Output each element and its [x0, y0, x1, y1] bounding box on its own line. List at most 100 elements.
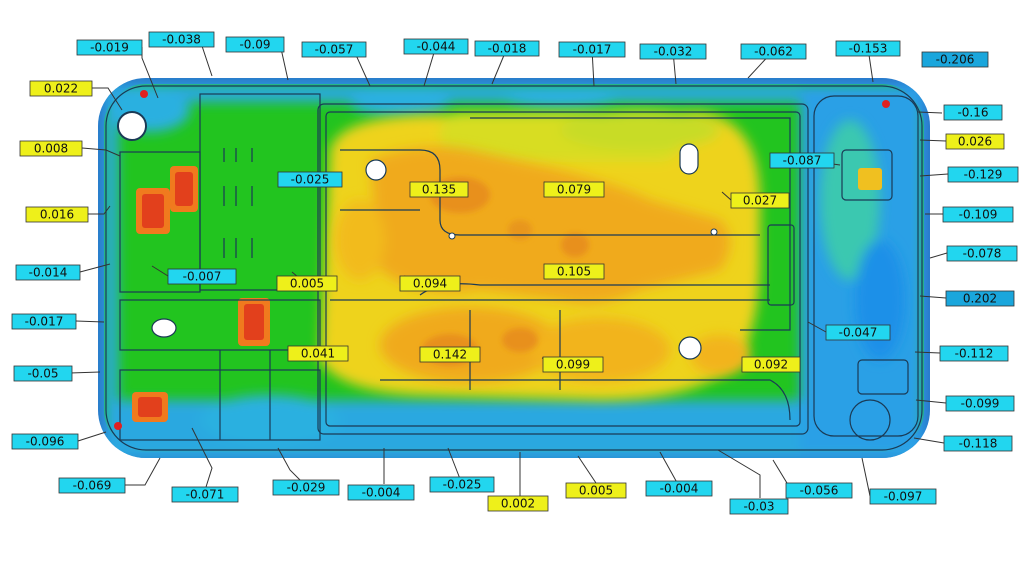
label-text: -0.018 [488, 42, 527, 56]
label-l06: -0.018 [474, 40, 540, 57]
label-l01: -0.019 [76, 39, 143, 56]
label-l05: -0.044 [403, 38, 469, 55]
label-l23: -0.109 [942, 206, 1014, 223]
label-l22: 0.016 [25, 206, 89, 223]
label-text: -0.109 [959, 208, 998, 222]
label-text: 0.005 [579, 484, 613, 498]
label-text: -0.112 [955, 347, 994, 361]
label-text: -0.017 [573, 43, 612, 57]
label-text: 0.105 [557, 265, 591, 279]
label-text: -0.096 [26, 435, 65, 449]
label-text: -0.056 [800, 484, 839, 498]
label-l36: 0.092 [741, 356, 801, 373]
label-l12: 0.022 [29, 80, 93, 97]
label-l52: -0.03 [729, 498, 789, 515]
label-l49: -0.004 [645, 480, 713, 497]
label-text: 0.135 [422, 183, 456, 197]
label-l35: 0.099 [542, 356, 604, 373]
label-l15: 0.008 [19, 140, 83, 157]
label-text: -0.153 [849, 42, 888, 56]
label-l07: -0.017 [558, 41, 626, 58]
label-l25: -0.014 [15, 264, 81, 281]
label-l43: -0.071 [171, 486, 239, 503]
label-l24: -0.078 [946, 245, 1018, 262]
label-l47: 0.002 [487, 495, 549, 512]
label-l40: -0.096 [11, 433, 79, 450]
label-text: -0.071 [186, 488, 225, 502]
label-l41: -0.118 [943, 435, 1013, 452]
label-l14: 0.026 [945, 133, 1005, 150]
label-l50: -0.056 [785, 482, 853, 499]
label-l13: -0.16 [943, 104, 1003, 121]
label-l17: -0.129 [947, 166, 1019, 183]
label-text: 0.005 [290, 277, 324, 291]
label-text: -0.057 [315, 43, 354, 57]
label-l39: -0.099 [945, 395, 1015, 412]
label-l09: -0.062 [740, 43, 807, 60]
label-l26: -0.007 [167, 268, 237, 285]
hole-features [114, 90, 890, 430]
label-text: 0.041 [301, 347, 335, 361]
label-text: -0.078 [963, 247, 1002, 261]
label-text: -0.09 [239, 38, 270, 52]
label-l31: -0.017 [11, 313, 77, 330]
label-l16: -0.087 [769, 152, 835, 169]
label-l30: 0.202 [945, 290, 1015, 307]
label-l44: -0.029 [272, 479, 340, 496]
label-text: 0.026 [958, 135, 992, 149]
label-l45: -0.004 [347, 484, 415, 501]
label-text: 0.079 [557, 183, 591, 197]
label-l32: -0.047 [825, 324, 891, 341]
label-l19: 0.135 [409, 181, 469, 198]
label-text: -0.017 [25, 315, 64, 329]
label-text: -0.004 [362, 486, 401, 500]
label-text: -0.16 [957, 106, 988, 120]
hotspot-pads [132, 166, 882, 422]
label-text: -0.032 [654, 45, 693, 59]
label-l02: -0.038 [148, 31, 215, 48]
label-text: 0.008 [34, 142, 68, 156]
label-l18: -0.025 [277, 171, 343, 188]
label-l08: -0.032 [639, 43, 707, 60]
label-text: -0.014 [29, 266, 68, 280]
label-text: -0.099 [961, 397, 1000, 411]
label-l38: -0.05 [13, 365, 73, 382]
label-text: -0.118 [959, 437, 998, 451]
label-text: 0.094 [413, 277, 447, 291]
label-text: -0.019 [90, 41, 129, 55]
label-text: -0.03 [743, 500, 774, 514]
label-l27: 0.005 [276, 275, 338, 292]
label-text: -0.062 [754, 45, 793, 59]
label-text: -0.044 [417, 40, 456, 54]
label-text: 0.022 [44, 82, 78, 96]
label-text: -0.206 [936, 53, 975, 67]
label-text: -0.069 [73, 479, 112, 493]
label-text: -0.097 [884, 490, 923, 504]
label-text: 0.092 [754, 358, 788, 372]
label-text: 0.002 [501, 497, 535, 511]
label-text: -0.007 [183, 270, 222, 284]
label-l37: -0.112 [939, 345, 1009, 362]
label-text: -0.025 [291, 173, 330, 187]
label-l28: 0.094 [399, 275, 461, 292]
label-text: -0.025 [443, 478, 482, 492]
label-l21: 0.027 [730, 192, 790, 209]
label-text: -0.038 [162, 33, 201, 47]
label-l46: -0.025 [429, 476, 495, 493]
label-text: -0.087 [783, 154, 822, 168]
label-l10: -0.153 [835, 40, 901, 57]
label-text: -0.029 [287, 481, 326, 495]
label-l29: 0.105 [543, 263, 605, 280]
label-l42: -0.069 [58, 477, 126, 494]
label-l04: -0.057 [301, 41, 367, 58]
label-l11: -0.206 [921, 51, 989, 68]
label-text: -0.047 [839, 326, 878, 340]
label-text: -0.05 [27, 367, 58, 381]
label-text: 0.099 [556, 358, 590, 372]
label-text: 0.027 [743, 194, 777, 208]
label-l51: -0.097 [869, 488, 937, 505]
label-text: 0.016 [40, 208, 74, 222]
label-l48: 0.005 [565, 482, 627, 499]
value-labels: -0.019 -0.038 -0.09 -0.057 -0.044 -0.018… [11, 31, 1019, 515]
